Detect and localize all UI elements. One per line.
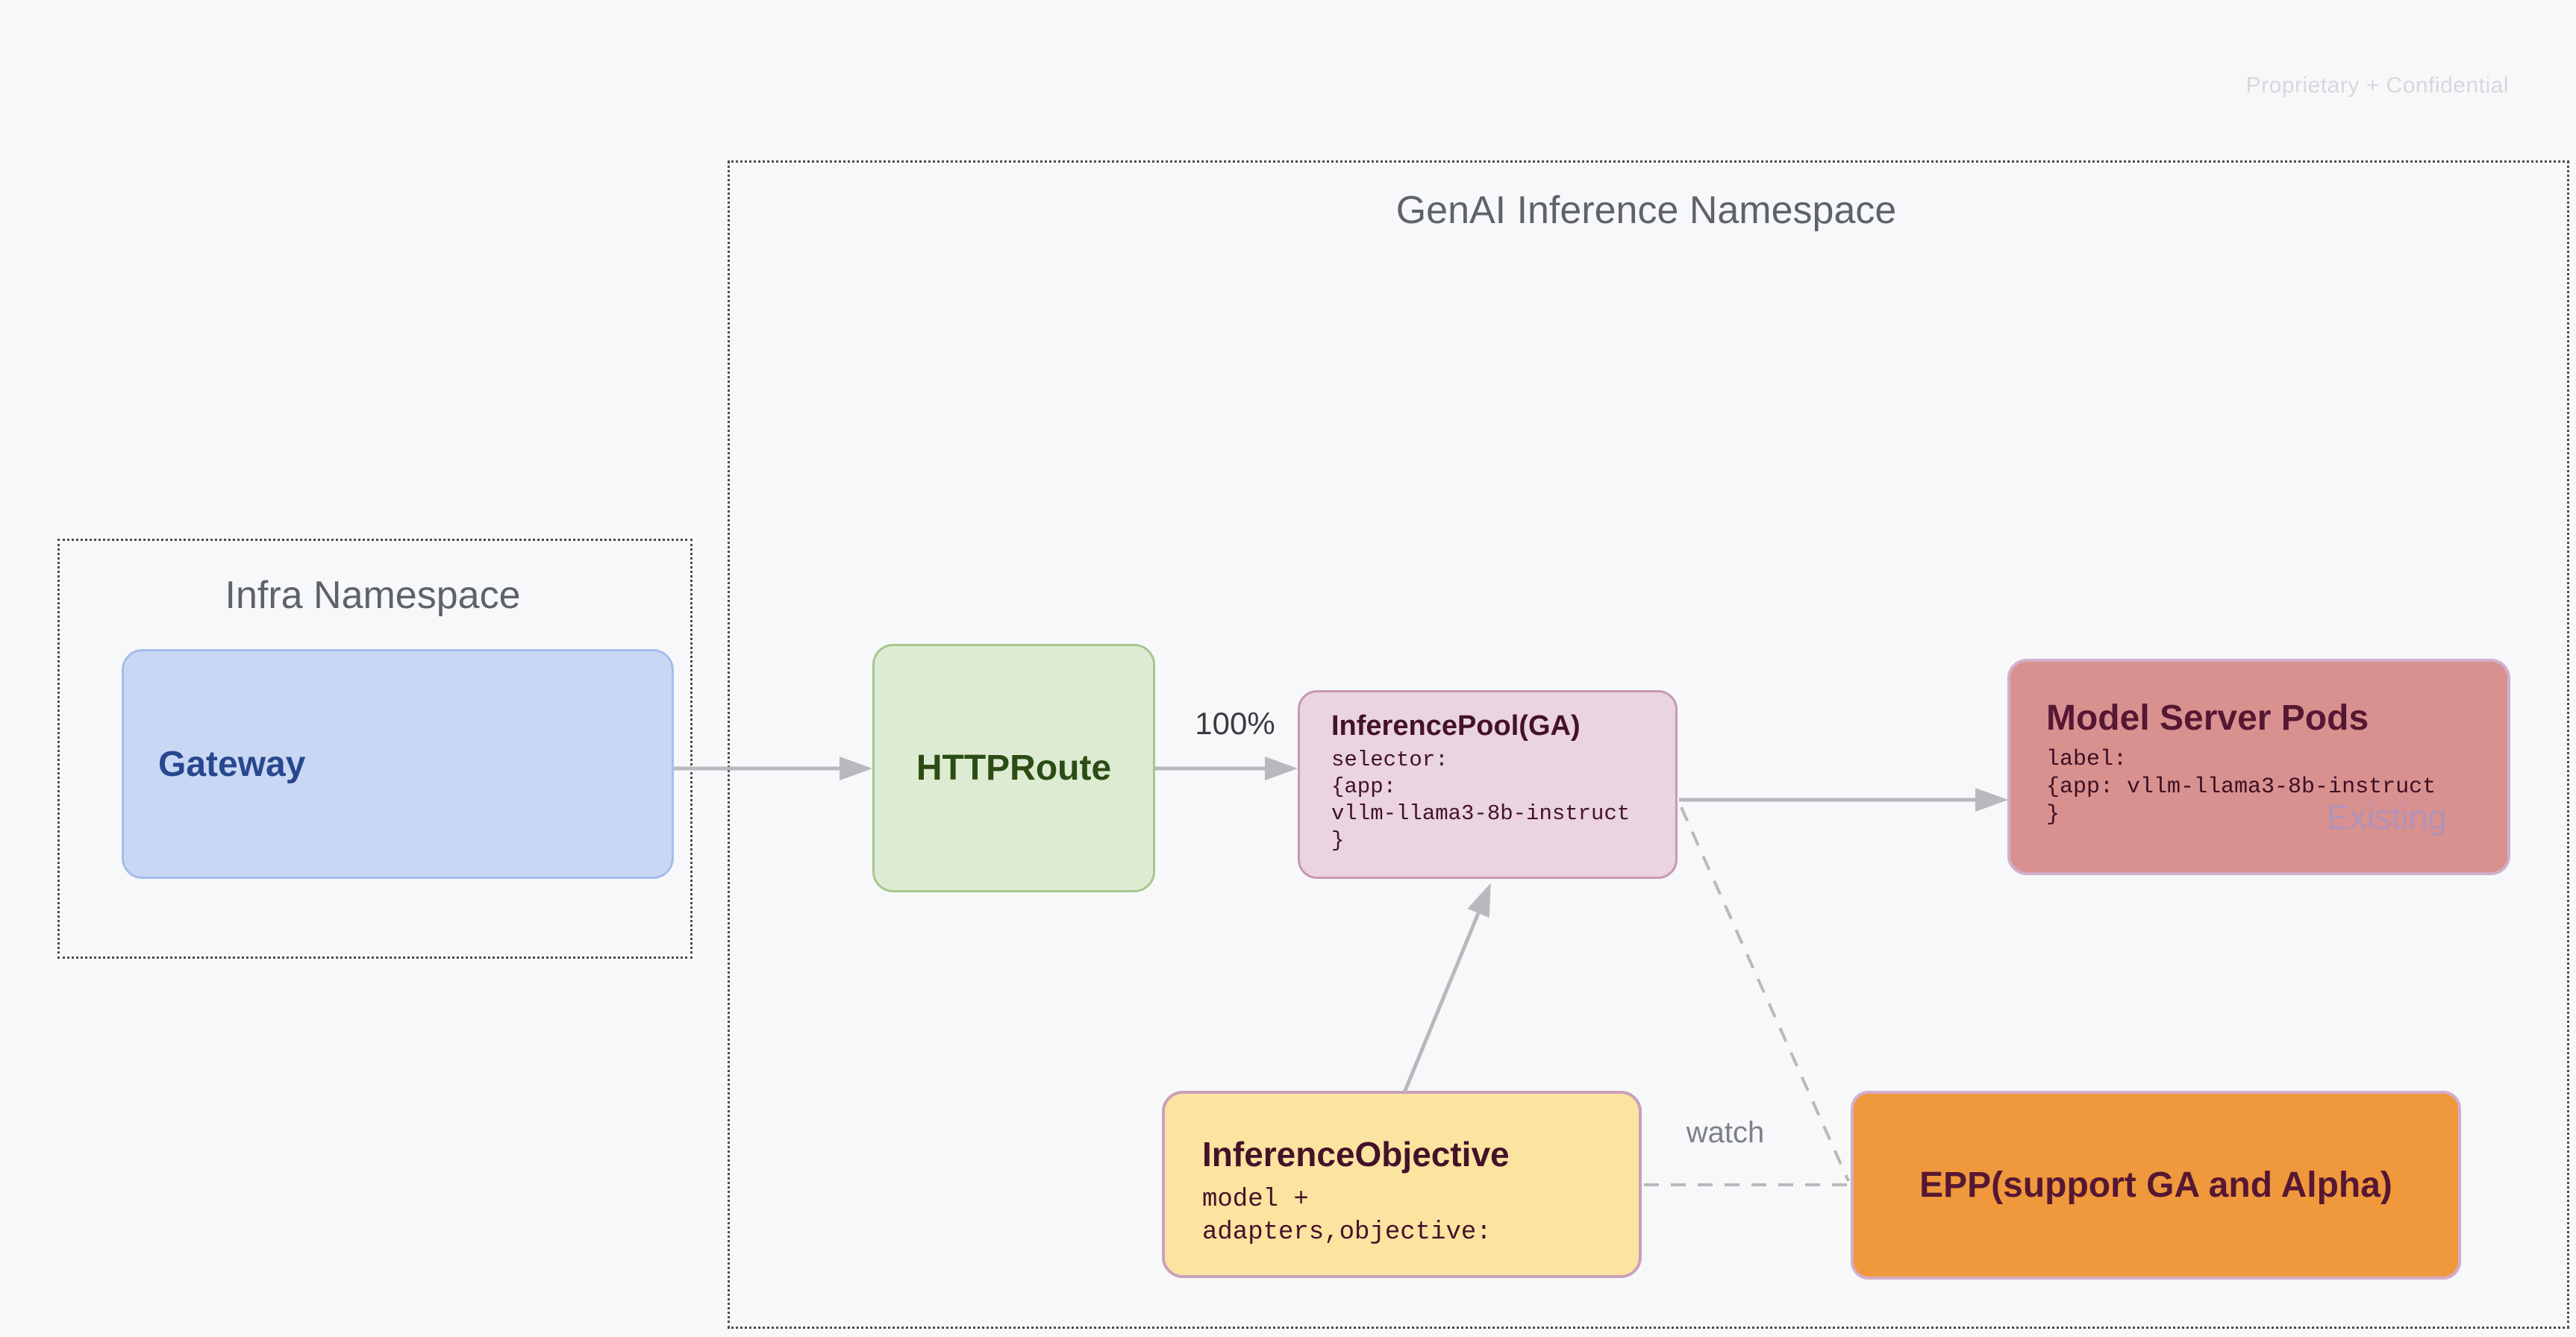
epp-node: EPP(support GA and Alpha) [1851, 1091, 2461, 1280]
inference-pool-selector-code: selector: {app: vllm-llama3-8b-instruct … [1331, 748, 1631, 853]
inference-objective-code: model + adapters,objective: [1202, 1186, 1492, 1247]
model-server-pods-label-code: label: {app: vllm-llama3-8b-instruct } [2046, 747, 2436, 827]
existing-badge: Existing [2327, 798, 2448, 836]
gateway-label: Gateway [158, 744, 306, 784]
infra-namespace-box [57, 539, 693, 959]
epp-label: EPP(support GA and Alpha) [1919, 1165, 2392, 1205]
inference-pool-node: InferencePool(GA) selector: {app: vllm-l… [1298, 690, 1678, 879]
inference-objective-title: InferenceObjective [1202, 1135, 1510, 1174]
genai-namespace-box [728, 160, 2569, 1329]
inference-pool-title: InferencePool(GA) [1331, 710, 1581, 742]
model-server-pods-node: Model Server Pods label: {app: vllm-llam… [2007, 659, 2510, 875]
watermark-text: Proprietary + Confidential [2245, 73, 2509, 98]
genai-namespace-title: GenAI Inference Namespace [1395, 189, 1897, 232]
infra-namespace-title: Infra Namespace [225, 574, 521, 617]
watch-label: watch [1686, 1116, 1765, 1149]
gateway-node: Gateway [122, 649, 674, 879]
httproute-node: HTTPRoute [872, 644, 1155, 892]
route-weight-label: 100% [1195, 706, 1275, 741]
httproute-label: HTTPRoute [916, 748, 1112, 788]
model-server-pods-title: Model Server Pods [2046, 698, 2369, 738]
inference-objective-node: InferenceObjective model + adapters,obje… [1162, 1091, 1642, 1278]
